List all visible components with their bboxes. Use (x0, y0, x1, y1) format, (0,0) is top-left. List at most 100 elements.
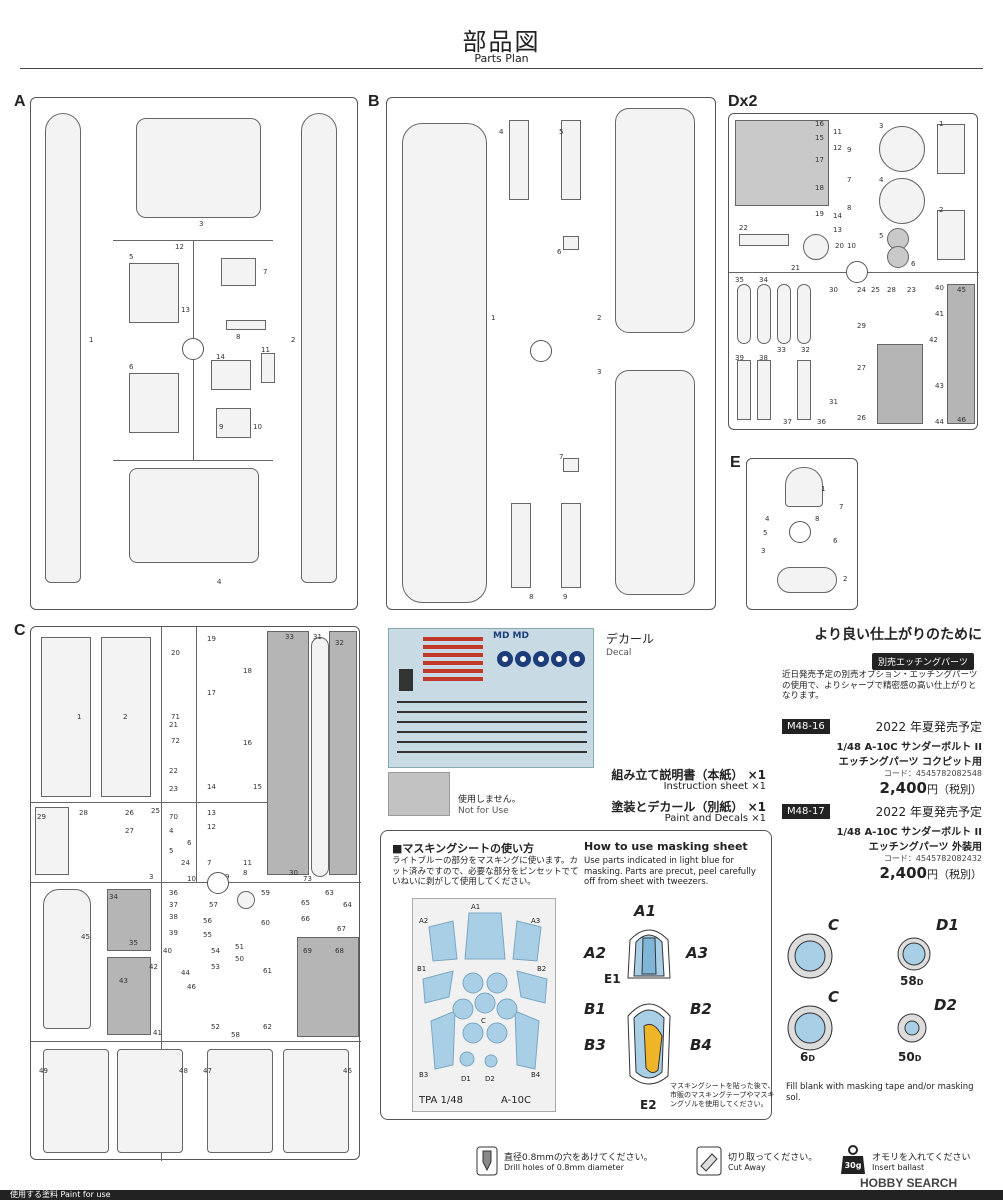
not-for-use-en: Not for Use (458, 806, 509, 816)
sprue-b-part-4 (509, 120, 529, 200)
sprue-d-part-32 (797, 284, 811, 344)
sprue-a-label-13: 13 (181, 306, 190, 314)
wheel-d2-icon (897, 1013, 927, 1043)
canopy-top-icon (627, 1003, 671, 1085)
wheel-6-num: 6 (800, 1050, 809, 1064)
sprue-c-label-49: 49 (39, 1067, 48, 1075)
sprue-b-label-6: 6 (557, 248, 562, 256)
sprue-b-part-9 (561, 503, 581, 588)
sprue-d-label-16: 16 (815, 120, 824, 128)
decal-label-jp: デカール (606, 632, 655, 646)
not-for-use-swatch (388, 772, 450, 816)
sprue-d-label-4: 4 (879, 176, 884, 184)
sprue-d-label-2: 2 (939, 206, 944, 214)
sprue-c-label-66: 66 (301, 915, 310, 923)
sprue-a-label-6: 6 (129, 363, 134, 371)
sprue-c-part-34 (107, 889, 151, 951)
sprue-d-label-39: 39 (735, 354, 744, 362)
sprue-d-hub (846, 261, 868, 283)
sprue-c-label-63: 63 (325, 889, 334, 897)
sprue-d-label-14: 14 (833, 212, 842, 220)
sprue-b-letter: B (368, 93, 380, 110)
sprue-a-part-2 (301, 113, 337, 583)
sprue-d-part-2 (937, 210, 965, 260)
sprue-e-part-2 (777, 567, 837, 593)
sprue-d-label-40: 40 (935, 284, 944, 292)
sprue-d-label-12: 12 (833, 144, 842, 152)
sprue-d-label-19: 19 (815, 210, 824, 218)
sprue-c-label-40: 40 (163, 947, 172, 955)
contents-instruction-en: Instruction sheet ×1 (590, 781, 766, 792)
masking-sheet-shapes-icon (422, 912, 548, 1070)
contents-instruction-qty: ×1 (747, 768, 766, 782)
improvement-title: より良い仕上がりのために (814, 627, 982, 643)
decal-artwork-icon (397, 637, 587, 753)
product-2-price-row: 2,400円（税別） (782, 864, 982, 882)
sheet-label-a2: A2 (419, 917, 429, 925)
sprue-d-gray-pods (877, 344, 923, 424)
sprue-c-label-4: 4 (169, 827, 174, 835)
sprue-e-part-1 (785, 467, 823, 507)
sprue-c-label-56: 56 (203, 917, 212, 925)
sprue-d-label-46: 46 (957, 416, 966, 424)
sprue-c-label-5: 5 (169, 847, 174, 855)
legend-drill-en: Drill holes of 0.8mm diameter (504, 1163, 624, 1172)
sprue-d-label-42: 42 (929, 336, 938, 344)
legend-ballast-jp: オモリを入れてください (872, 1153, 971, 1163)
sprue-e: 1 2 3 4 5 6 7 8 (746, 458, 858, 610)
sprue-b-label-3: 3 (597, 368, 602, 376)
sprue-d-label-11: 11 (833, 128, 842, 136)
sprue-d-label-32: 32 (801, 346, 810, 354)
sprue-d-label-10: 10 (847, 242, 856, 250)
product-2-jan: コード：4545782082432 (883, 854, 982, 863)
sprue-e-letter: E (730, 454, 741, 471)
sprue-c-label-11: 11 (243, 859, 252, 867)
sprue-c-label-39: 39 (169, 929, 178, 937)
sprue-c-label-36: 36 (169, 889, 178, 897)
product-2-yen: 円（税別） (927, 868, 982, 881)
sprue-c-label-61: 61 (263, 967, 272, 975)
sprue-c-label-46b: 46 (343, 1067, 352, 1075)
sprue-d-label-38: 38 (759, 354, 768, 362)
sprue-d-part-22 (739, 234, 789, 246)
footer-strip-text: 使用する塗料 Paint for use (10, 1190, 111, 1199)
sprue-d-label-17: 17 (815, 156, 824, 164)
sheet-label-a1: A1 (471, 903, 481, 911)
product-card-2: M48-17 2022 年夏発売予定 1/48 A-10C サンダーボルト II… (782, 803, 982, 882)
sprue-b-label-1: 1 (491, 314, 496, 322)
sprue-c: 1 2 33 31 32 30 20 19 18 17 16 21 22 23 … (30, 626, 361, 1161)
masking-note-en: Fill blank with masking tape and/or mask… (786, 1082, 974, 1103)
sprue-c-label-54: 54 (211, 947, 220, 955)
sprue-c-label-7: 7 (207, 859, 212, 867)
product-1-code: M48-16 (782, 719, 830, 734)
decal-label-en: Decal (606, 648, 632, 658)
sprue-c-part-46 (283, 1049, 349, 1153)
sprue-c-part-31 (311, 637, 329, 877)
masking-panel (380, 830, 772, 1120)
sprue-b-label-4: 4 (499, 128, 504, 136)
sprue-d-label-21: 21 (791, 264, 800, 272)
sprue-e-label-1: 1 (821, 485, 826, 493)
sprue-d-label-35: 35 (735, 276, 744, 284)
sprue-c-label-51: 51 (235, 943, 244, 951)
sprue-a-label-3: 3 (199, 220, 204, 228)
sprue-d-label-15: 15 (815, 134, 824, 142)
wheel-label-6: 6D (800, 1050, 815, 1064)
masking-title-jp: ■マスキングシートの使い方 (392, 842, 535, 855)
sprue-a-part-11 (261, 353, 275, 383)
sprue-c-part-45 (43, 889, 91, 1029)
sprue-a-label-2: 2 (291, 336, 296, 344)
sprue-b-part-5 (561, 120, 581, 200)
sprue-b-part-6 (563, 236, 579, 250)
sprue-d-label-8: 8 (847, 204, 852, 212)
sprue-c-label-72: 72 (171, 737, 180, 745)
product-1-jan: コード：4545782082548 (883, 769, 982, 778)
canopy-label-b3: B3 (584, 1036, 606, 1054)
canopy-label-e2: E2 (640, 1098, 657, 1112)
sprue-a-letter: A (14, 93, 26, 110)
sheet-label-b1: B1 (417, 965, 427, 973)
sheet-label-a3: A3 (531, 917, 541, 925)
sprue-c-part-33 (267, 631, 309, 875)
sprue-b-label-2: 2 (597, 314, 602, 322)
sprue-c-label-1: 1 (77, 713, 82, 721)
